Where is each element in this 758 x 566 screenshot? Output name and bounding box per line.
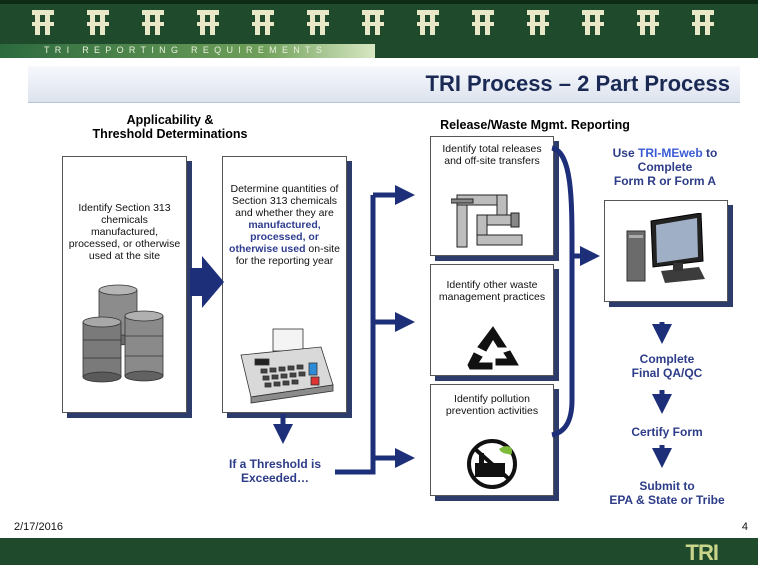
step1-line1: Complete [639, 352, 695, 366]
recycle-icon [467, 326, 519, 370]
merge-bracket [551, 145, 575, 438]
middle-heading: Release/Waste Mgmt. Reporting [440, 118, 630, 132]
use-line1: Use TRI-MEweb to [590, 146, 740, 160]
certify-form-step: Certify Form [631, 425, 703, 439]
identify-chemicals-card: Identify Section 313 chemicals manufactu… [62, 156, 187, 413]
tri-pattern [32, 10, 714, 35]
pipes-icon [451, 194, 523, 248]
card2-highlight: manufactured, processed, or otherwise us… [229, 219, 321, 255]
computer-icon [626, 213, 705, 283]
computer-card [604, 200, 728, 302]
pollution-prevention-text: Identify pollution prevention activities [445, 393, 539, 417]
threshold-line1: If a Threshold is [228, 457, 321, 471]
calculator-icon [240, 328, 334, 404]
big-arrow [190, 256, 224, 308]
card2-tail: on-site for the reporting year [235, 243, 340, 267]
card2-intro: Determine quantities of Section 313 chem… [230, 183, 339, 219]
use-line3: Form R or Form A [613, 174, 717, 188]
pollution-prevention-box: Identify pollution prevention activities [430, 384, 554, 496]
step1-line2: Final QA/QC [631, 366, 703, 380]
title-bar: TRI Process – 2 Part Process [28, 66, 740, 103]
slide-date: 2/17/2016 [14, 521, 63, 533]
page-number: 4 [741, 521, 748, 533]
determine-quantities-card: Determine quantities of Section 313 chem… [222, 156, 347, 413]
waste-management-text: Identify other waste management practice… [438, 279, 546, 303]
submit-step: Submit to EPA & State or Tribe [590, 479, 744, 507]
use-line1-c: to [702, 146, 718, 160]
releases-text: Identify total releases and off-site tra… [442, 143, 542, 167]
left-heading-line2: Threshold Determinations [92, 127, 248, 141]
releases-box: Identify total releases and off-site tra… [430, 136, 554, 256]
threshold-text: If a Threshold is Exceeded… [205, 457, 345, 485]
left-heading: Applicability & Threshold Determinations [80, 113, 260, 141]
branch-trunk [335, 195, 376, 475]
step3-line2: EPA & State or Tribe [609, 493, 725, 507]
footer-white-strip [0, 508, 758, 538]
step3-line1: Submit to [639, 479, 695, 493]
use-tri-meweb-text: Use TRI-MEweb to Complete Form R or Form… [590, 146, 740, 188]
use-line1-a: Use [612, 146, 638, 160]
no-pollution-icon [467, 439, 517, 489]
banner-text: TRI REPORTING REQUIREMENTS [44, 45, 328, 55]
requirements-bar [0, 44, 375, 58]
threshold-line2: Exceeded… [240, 471, 310, 485]
page-title: TRI Process – 2 Part Process [425, 71, 731, 96]
tri-logo: TRI [685, 540, 719, 565]
waste-management-box: Identify other waste management practice… [430, 264, 554, 376]
identify-chemicals-text: Identify Section 313 chemicals manufactu… [68, 202, 181, 262]
left-heading-line1: Applicability & [126, 113, 214, 127]
determine-quantities-text: Determine quantities of Section 313 chem… [227, 183, 342, 267]
tri-meweb-label: TRI-MEweb [638, 146, 703, 160]
drums-icon [82, 284, 164, 383]
final-qa-step: Complete Final QA/QC [612, 352, 722, 380]
use-line2: Complete [637, 160, 693, 174]
